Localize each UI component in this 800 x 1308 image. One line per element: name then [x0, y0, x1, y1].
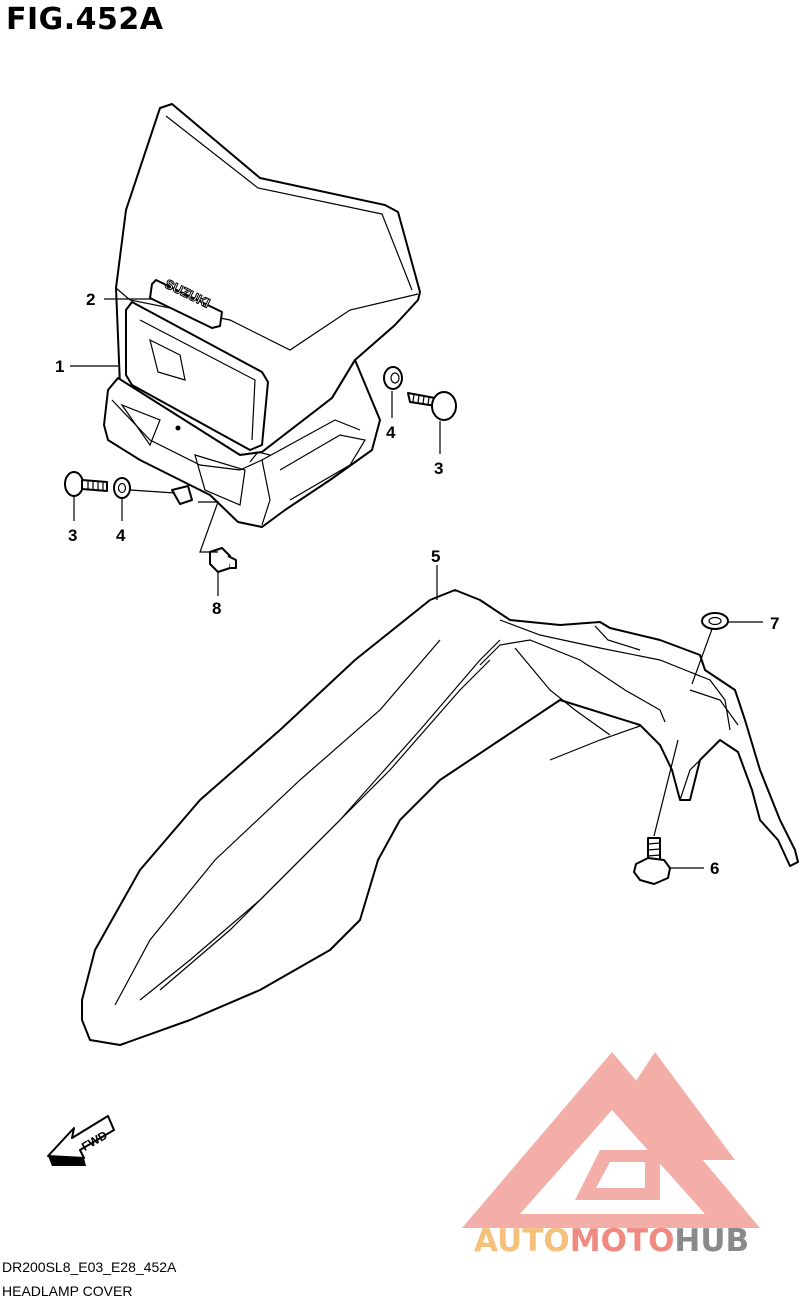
- callout-5: 5: [431, 547, 440, 566]
- callout-3-left: 3: [68, 526, 77, 545]
- figure-title: FIG.452A: [6, 2, 164, 37]
- watermark-hub: HUB: [674, 1223, 750, 1259]
- nut-8-part: [209, 547, 237, 573]
- watermark-moto: MOTO: [569, 1223, 675, 1259]
- bolt-3-right-part: [407, 391, 457, 421]
- watermark-logo: [462, 1052, 760, 1228]
- watermark-auto: AUTO: [474, 1223, 570, 1259]
- front-fender-part: [81, 589, 799, 1046]
- figure-code: DR200SL8_E03_E28_452A: [2, 1259, 177, 1275]
- callouts: 2 1 4 3 3 4 8 5 7 6: [55, 290, 779, 878]
- leader-lines: [70, 298, 763, 869]
- figure-name: HEADLAMP COVER: [2, 1283, 133, 1299]
- callout-7: 7: [770, 614, 779, 633]
- callout-1: 1: [55, 357, 64, 376]
- headlamp-cover-part: [103, 103, 421, 528]
- grommet-4-left-part: [113, 477, 131, 499]
- bolt-3-left-part: [64, 471, 108, 497]
- callout-3-right: 3: [434, 459, 443, 478]
- watermark-brand: AUTOMOTOHUB: [474, 1223, 749, 1259]
- washer-7-part: [701, 612, 729, 630]
- bolt-6-part: [633, 837, 671, 885]
- grommet-4-right-part: [383, 366, 403, 390]
- callout-6: 6: [710, 859, 719, 878]
- callout-4-right: 4: [386, 423, 396, 442]
- fwd-arrow-icon: FWD: [47, 1115, 115, 1166]
- callout-8: 8: [212, 599, 221, 618]
- callout-2: 2: [86, 290, 95, 309]
- callout-4-left: 4: [116, 526, 126, 545]
